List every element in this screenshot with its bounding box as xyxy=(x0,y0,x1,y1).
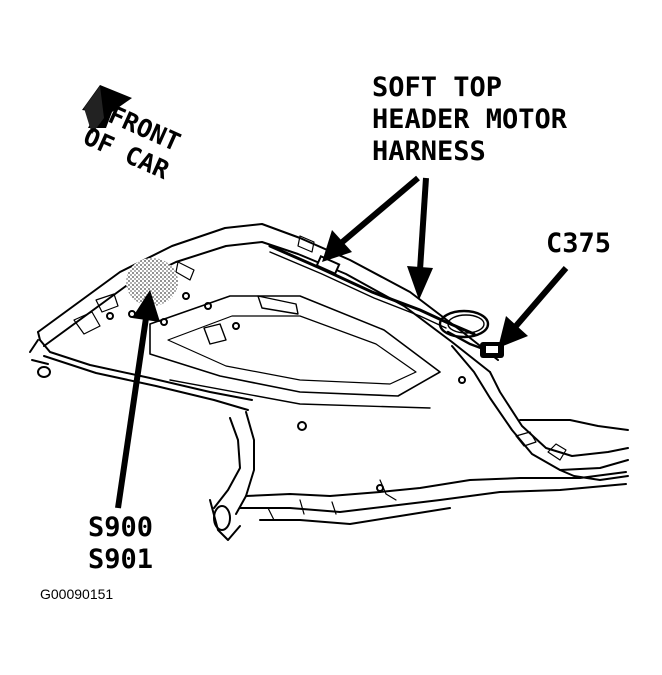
leader-arrows xyxy=(115,175,569,509)
c375-connector xyxy=(480,342,504,358)
roof-frame xyxy=(29,223,629,541)
splice-area-shading xyxy=(126,258,178,306)
splice-label: S900 S901 xyxy=(88,512,153,576)
harness-label-line-3: HARNESS xyxy=(372,136,486,167)
splice-label-s900: S900 xyxy=(88,512,154,543)
harness-label-line-1: SOFT TOP xyxy=(372,72,503,103)
connector-label: C375 xyxy=(546,228,612,259)
splice-label-s901: S901 xyxy=(88,544,154,575)
harness-label-line-2: HEADER MOTOR xyxy=(372,104,568,135)
header-motor-harness xyxy=(268,244,490,352)
front-direction-arrow xyxy=(82,85,132,134)
harness-label: SOFT TOP HEADER MOTOR HARNESS xyxy=(372,72,567,168)
figure-id: G00090151 xyxy=(40,586,114,602)
